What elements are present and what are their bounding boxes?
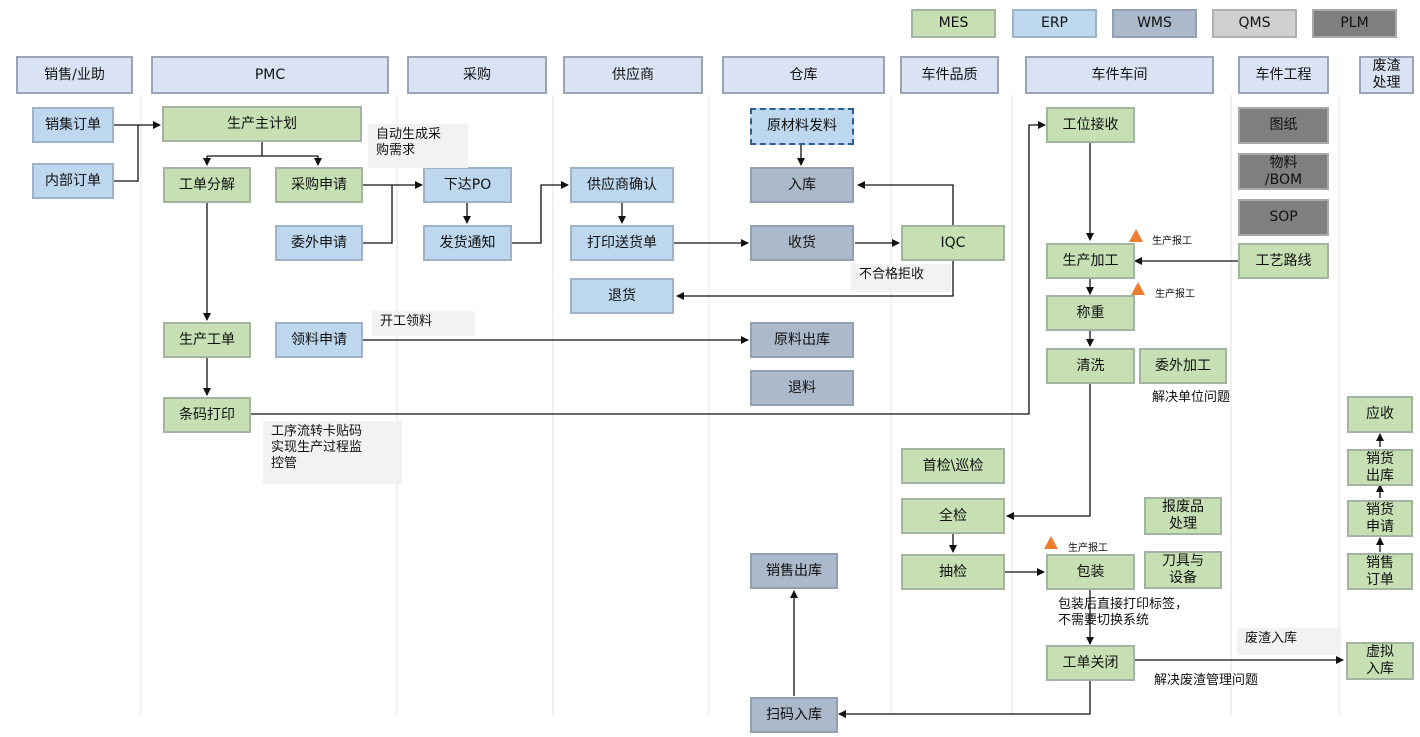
node-processing: 生产加工 [1046, 243, 1135, 279]
node-routing: 工艺路线 [1238, 243, 1329, 279]
node-station-receive: 工位接收 [1046, 107, 1135, 143]
note-scrap-problem: 解决废渣管理问题 [1154, 673, 1259, 688]
node-production-order: 生产工单 [163, 322, 251, 358]
lane-purchase: 采购 [407, 56, 547, 94]
node-scrap-handling: 报废品 处理 [1144, 497, 1222, 535]
note-auto-purchase: 自动生成采 购需求 [368, 124, 468, 168]
node-material-request: 领料申请 [275, 322, 363, 358]
note-pack-label: 包装后直接打印标签， 不需要切换系统 [1058, 597, 1189, 628]
node-bom: 物料 /BOM [1238, 153, 1329, 190]
legend-plm: PLM [1312, 9, 1397, 38]
report-triangle-icon [1129, 229, 1143, 242]
node-drawing: 图纸 [1238, 107, 1329, 144]
node-print-delivery: 打印送货单 [570, 225, 674, 261]
node-outsource-process: 委外加工 [1139, 348, 1227, 384]
node-sales-order-2: 销售 订单 [1347, 553, 1413, 590]
report-triangle-icon [1044, 536, 1058, 549]
node-purchase-request: 采购申请 [275, 167, 363, 203]
note-unit-problem: 解决单位问题 [1152, 390, 1231, 405]
report-label: 生产报工 [1155, 289, 1195, 300]
note-flow-card: 工序流转卡贴码 实现生产过程监 控管 [263, 421, 402, 484]
node-receiving: 收货 [750, 225, 854, 261]
node-internal-order: 内部订单 [32, 163, 114, 199]
node-iqc: IQC [901, 225, 1005, 261]
node-material-return: 退料 [750, 370, 854, 406]
lane-workshop: 车件车间 [1025, 56, 1214, 94]
node-first-check: 首检\巡检 [901, 448, 1005, 484]
node-sop: SOP [1238, 199, 1329, 236]
node-cleaning: 清洗 [1046, 348, 1135, 384]
node-stock-in: 入库 [750, 167, 854, 203]
report-label: 生产报工 [1152, 236, 1192, 247]
note-reject: 不合格拒收 [851, 264, 951, 292]
legend-erp: ERP [1012, 9, 1097, 38]
node-sample-check: 抽检 [901, 554, 1005, 590]
legend-wms: WMS [1112, 9, 1197, 38]
lane-dividers [140, 95, 1340, 715]
node-raw-issue: 原材料发料 [750, 108, 854, 145]
node-master-plan: 生产主计划 [162, 106, 362, 142]
node-sales-outbound: 销货 出库 [1347, 449, 1413, 486]
legend-qms: QMS [1212, 9, 1297, 38]
node-receivable: 应收 [1347, 396, 1413, 433]
node-packing: 包装 [1046, 554, 1135, 590]
note-start-picking: 开工领料 [372, 311, 475, 336]
node-full-check: 全检 [901, 498, 1005, 534]
node-weighing: 称重 [1046, 295, 1135, 331]
report-triangle-icon [1131, 282, 1145, 295]
node-outsource-request: 委外申请 [275, 225, 363, 261]
note-scrap-in: 废渣入库 [1237, 628, 1341, 655]
lane-supplier: 供应商 [563, 56, 703, 94]
node-wo-split: 工单分解 [163, 167, 251, 203]
node-barcode-print: 条码打印 [163, 397, 251, 433]
lane-quality: 车件品质 [900, 56, 999, 94]
node-wo-close: 工单关闭 [1046, 645, 1135, 681]
legend-mes: MES [911, 9, 996, 38]
node-sales-order: 销集订单 [32, 107, 114, 143]
node-raw-out: 原料出库 [750, 322, 854, 358]
lane-scrap: 废渣 处理 [1359, 56, 1414, 94]
lane-warehouse: 仓库 [722, 56, 885, 94]
node-return-goods: 退货 [570, 278, 674, 314]
node-issue-po: 下达PO [423, 167, 512, 203]
node-supplier-confirm: 供应商确认 [570, 167, 674, 203]
node-virtual-in: 虚拟 入库 [1346, 642, 1414, 680]
node-tools: 刀具与 设备 [1144, 551, 1222, 589]
node-delivery-notice: 发货通知 [423, 225, 512, 261]
node-scan-in: 扫码入库 [750, 697, 838, 733]
lane-sales: 销售/业助 [16, 56, 133, 94]
lane-pmc: PMC [151, 56, 389, 94]
node-sales-out: 销售出库 [750, 553, 838, 589]
node-sales-request: 销货 申请 [1347, 500, 1413, 537]
lane-engineering: 车件工程 [1238, 56, 1329, 94]
report-label: 生产报工 [1068, 543, 1108, 554]
